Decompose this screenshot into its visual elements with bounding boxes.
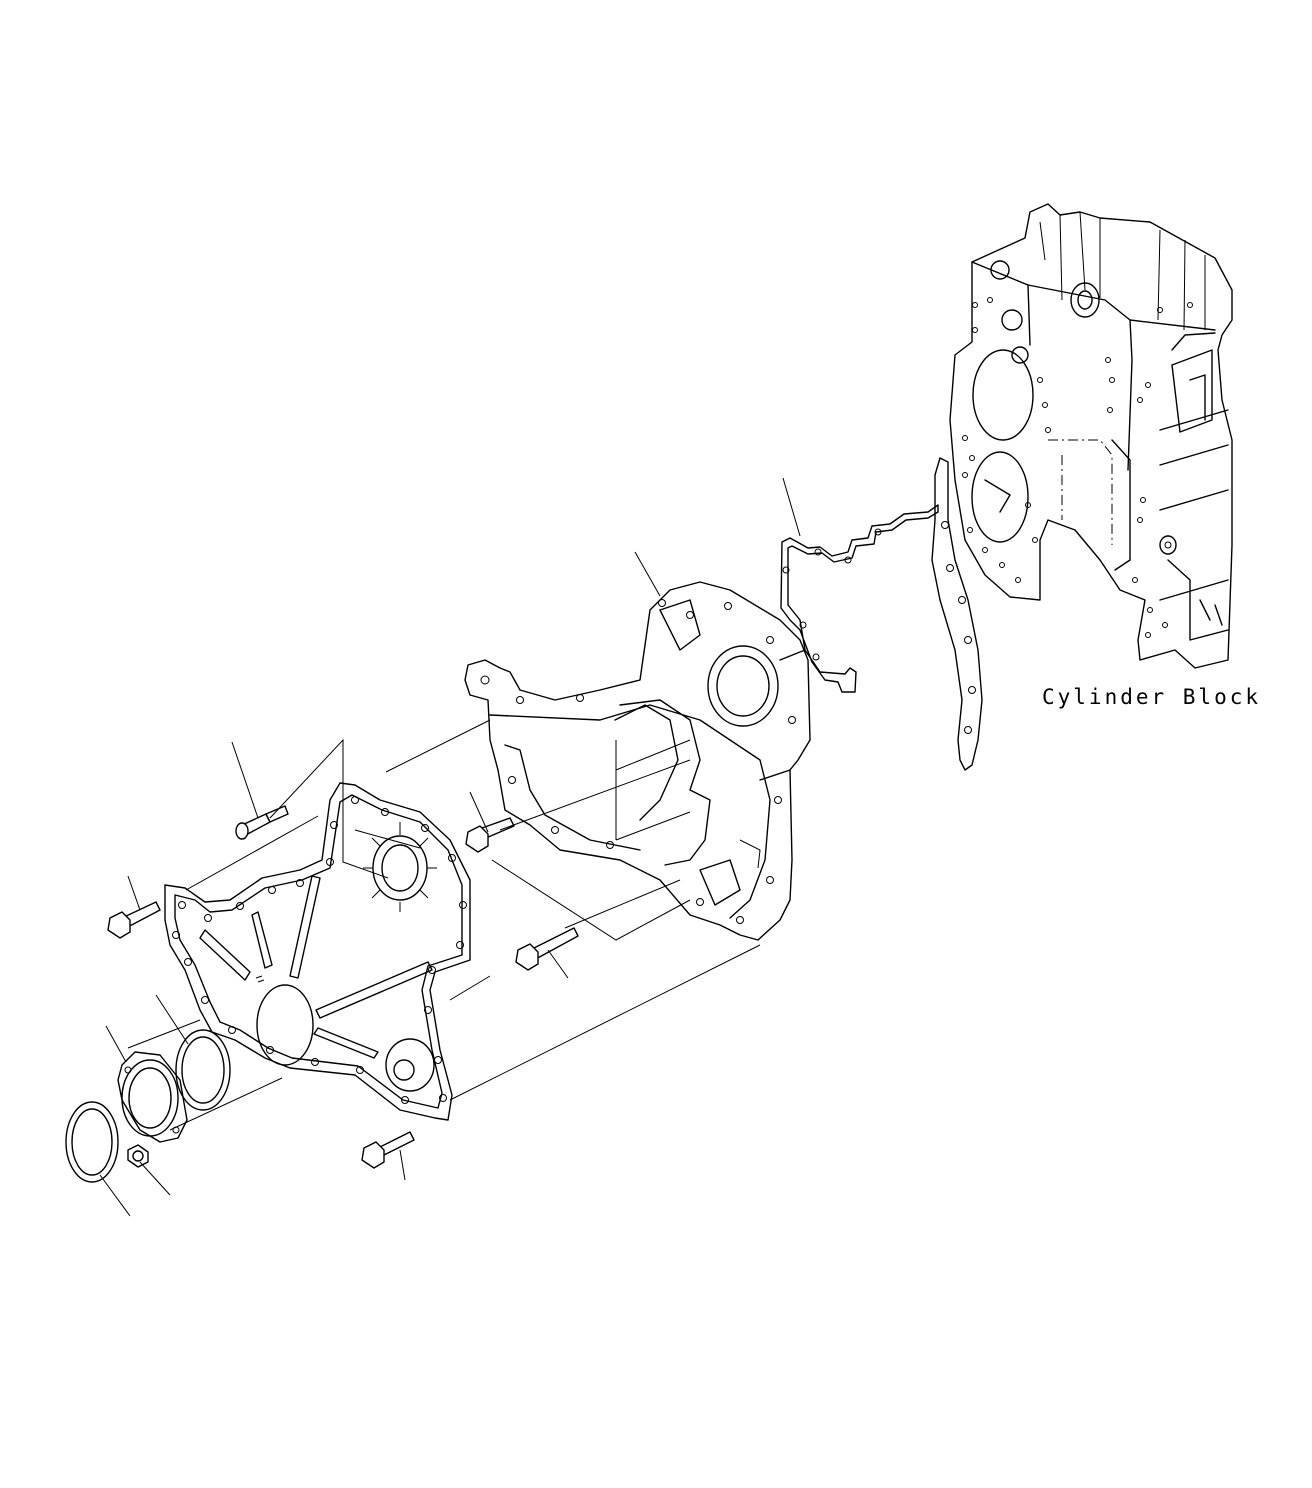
bolt-upper-stud <box>235 805 289 840</box>
front-gasket <box>780 504 939 693</box>
alignment-lines <box>127 719 761 1131</box>
front-cover <box>164 782 471 1121</box>
crankshaft-front-seal-parts <box>65 1029 231 1183</box>
bolt-left-flange <box>107 901 161 939</box>
timing-gear-housing-gasket <box>931 457 983 771</box>
leader-lines <box>99 477 801 1217</box>
bolt-housing-upper <box>465 817 515 853</box>
cylinder-block-label: Cylinder Block <box>1042 685 1261 709</box>
bolt-cover-lower <box>361 1131 415 1169</box>
cylinder-block <box>949 203 1233 669</box>
bolt-housing-lower <box>515 927 579 971</box>
